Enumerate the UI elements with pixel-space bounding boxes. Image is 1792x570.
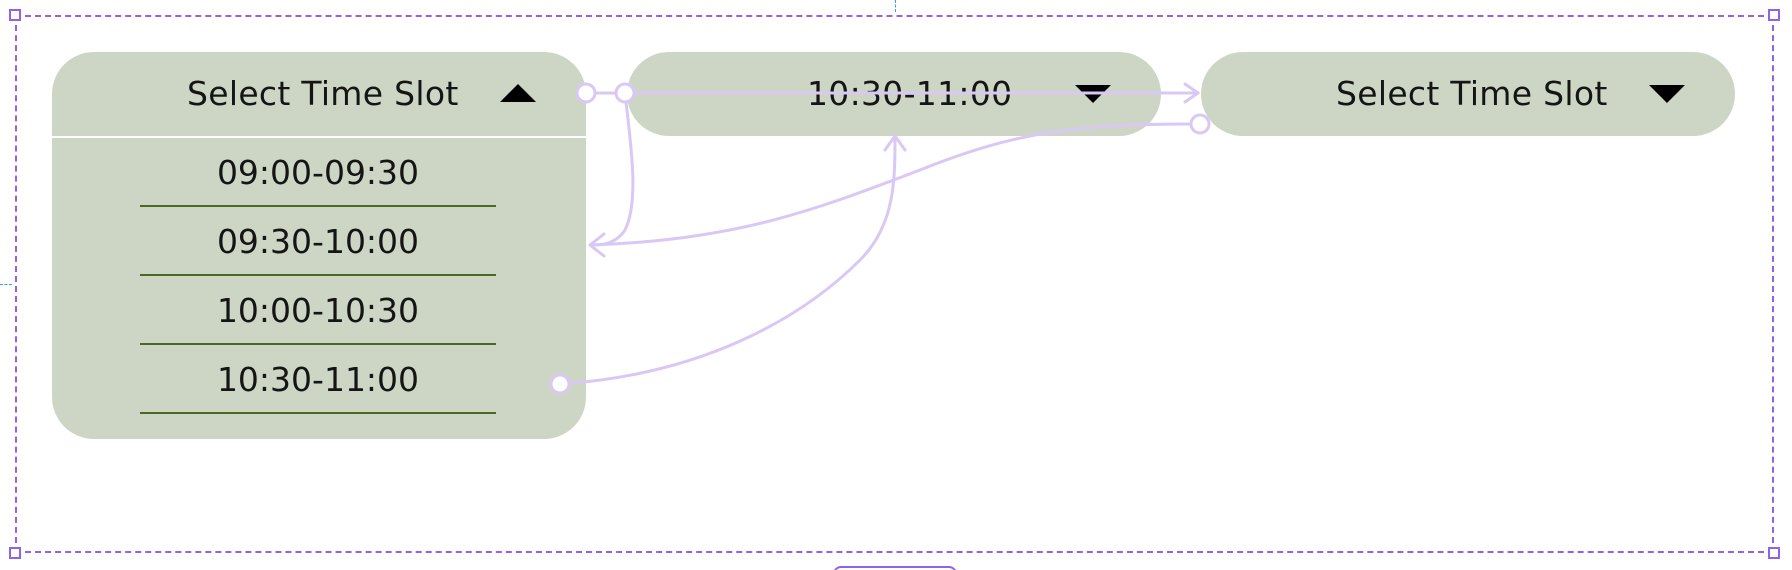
dropdown-value: 10:30-11:00 bbox=[807, 74, 1013, 113]
option-0900-0930[interactable]: 09:00-09:30 bbox=[140, 138, 496, 207]
dropdown-label: Select Time Slot bbox=[1336, 74, 1608, 113]
dropdown-header[interactable]: Select Time Slot bbox=[52, 52, 586, 136]
triangle-down-icon[interactable] bbox=[1075, 52, 1111, 136]
time-slot-options: 09:00-09:30 09:30-10:00 10:00-10:30 10:3… bbox=[140, 138, 496, 414]
time-slot-dropdown-default[interactable]: Select Time Slot bbox=[1201, 52, 1735, 136]
triangle-down-icon[interactable] bbox=[1649, 52, 1685, 136]
frame-label-tab[interactable] bbox=[833, 566, 957, 570]
center-guide-horizontal bbox=[0, 284, 12, 285]
center-guide-vertical bbox=[895, 0, 896, 12]
option-1030-1100[interactable]: 10:30-11:00 bbox=[140, 345, 496, 414]
option-0930-1000[interactable]: 09:30-10:00 bbox=[140, 207, 496, 276]
option-1000-1030[interactable]: 10:00-10:30 bbox=[140, 276, 496, 345]
time-slot-dropdown-selected[interactable]: 10:30-11:00 bbox=[627, 52, 1161, 136]
triangle-up-icon[interactable] bbox=[500, 52, 536, 136]
resize-handle-bottom-right[interactable] bbox=[1768, 547, 1780, 559]
dropdown-label: Select Time Slot bbox=[187, 74, 459, 113]
resize-handle-top-right[interactable] bbox=[1768, 9, 1780, 21]
time-slot-dropdown-open[interactable]: Select Time Slot 09:00-09:30 09:30-10:00… bbox=[52, 52, 586, 439]
header-divider bbox=[52, 136, 586, 138]
resize-handle-top-left[interactable] bbox=[9, 9, 21, 21]
resize-handle-bottom-left[interactable] bbox=[9, 547, 21, 559]
selection-frame[interactable] bbox=[15, 15, 1774, 553]
dropdown-header[interactable]: 10:30-11:00 bbox=[627, 52, 1161, 136]
dropdown-header[interactable]: Select Time Slot bbox=[1201, 52, 1735, 136]
